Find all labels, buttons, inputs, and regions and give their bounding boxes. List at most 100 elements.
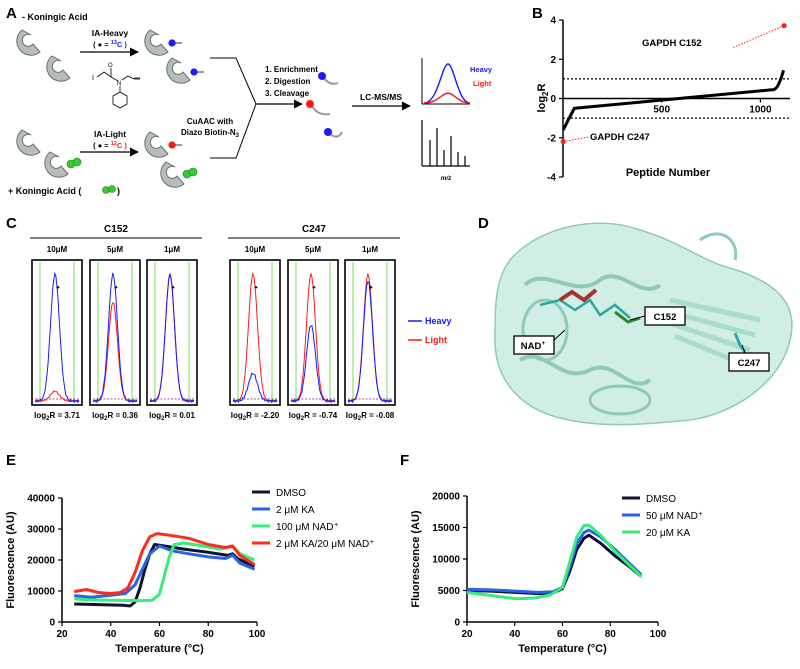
ia-heavy-iso: ( ● = 13C ) <box>93 40 127 49</box>
c-conc-label: 10μM <box>47 245 68 254</box>
legend-label: 100 μM NAD⁺ <box>276 522 339 533</box>
nad-label: NAD+ <box>521 340 546 352</box>
b-y-tick-label: -2 <box>547 133 556 144</box>
ka-dot <box>188 167 198 177</box>
c-conc-label: 5μM <box>107 245 123 254</box>
legend-label: 2 μM KA/20 μM NAD⁺ <box>276 539 375 550</box>
ia-light-iso: ( ● = 12C ) <box>93 141 127 150</box>
protein-shape-icon <box>46 55 71 82</box>
c247-leader <box>563 136 589 143</box>
plus-ka-label: + Koningic Acid ( <box>8 186 81 196</box>
c-peak-marker-icon: ✦ <box>368 285 373 292</box>
c-trace-box <box>89 259 141 406</box>
y-tick-label: 5000 <box>438 586 461 597</box>
panel-a: A - Koningic Acid IA-Heavy ( ● = 13C ) I… <box>6 5 493 196</box>
protein-structure-image <box>494 222 793 426</box>
x-axis-label: Temperature (°C) <box>518 643 607 655</box>
c-conc-label: 5μM <box>305 245 321 254</box>
c-ratio-label: log2R = -0.08 <box>346 411 395 422</box>
nad-callout <box>513 335 555 355</box>
peptide-ratio-curve <box>561 69 785 131</box>
svg-text:O: O <box>108 63 113 69</box>
y-tick-label: 20000 <box>432 492 460 503</box>
x-axis-label: Temperature (°C) <box>115 643 204 655</box>
y-axis-label: Fluorescence (AU) <box>5 511 17 609</box>
panel-e-letter: E <box>6 452 16 469</box>
c-conc-label: 1μM <box>362 245 378 254</box>
c-ratio-label: log2R = -0.74 <box>289 411 338 422</box>
panel-c-letter: C <box>6 215 17 232</box>
y-tick-label: 20000 <box>27 556 55 567</box>
c152-leader <box>731 25 785 49</box>
ka-dot <box>108 185 116 193</box>
c-conc-label: 10μM <box>245 245 266 254</box>
legend-label: 20 μM KA <box>646 528 690 539</box>
plus-ka-label-end: ) <box>117 186 120 196</box>
c-peak-marker-icon: ✦ <box>311 285 316 292</box>
ka-dot <box>72 157 82 167</box>
x-tick-label: 40 <box>105 629 117 640</box>
lcms-label: LC-MS/MS <box>360 92 402 102</box>
legend-label: 2 μM KA <box>276 505 315 516</box>
step-2: 2. Digestion <box>265 77 310 86</box>
x-tick-label: 20 <box>56 629 68 640</box>
legend-label: 50 μM NAD⁺ <box>646 511 703 522</box>
c-ratio-label: log2R = 3.71 <box>34 411 80 422</box>
c-peak-marker-icon: ✦ <box>170 285 175 292</box>
c-heavy-trace <box>149 273 195 404</box>
cuaac-label: CuAAC with <box>187 117 233 126</box>
protein-shape-icon <box>166 57 191 84</box>
b-x-tick-label: 500 <box>653 105 670 116</box>
x-tick-label: 100 <box>249 629 266 640</box>
y-tick-label: 40000 <box>27 494 55 505</box>
light-legend: Light <box>473 79 492 88</box>
c-legend-heavy: Heavy <box>425 316 452 326</box>
c-conc-label: 1μM <box>164 245 180 254</box>
protein-shape-icon <box>16 129 41 156</box>
b-y-tick-label: 2 <box>550 55 556 66</box>
series-line <box>74 544 256 599</box>
c-ratio-label: log2R = 0.01 <box>149 411 195 422</box>
c-ratio-label: log2R = -2.20 <box>231 411 280 422</box>
protein-shape-icon <box>144 131 169 158</box>
peptides-icon <box>306 72 343 138</box>
mz-label: m/z <box>441 175 453 182</box>
y-tick-label: 10000 <box>432 555 460 566</box>
y-tick-label: 30000 <box>27 525 55 536</box>
c-peak-marker-icon: ✦ <box>253 285 258 292</box>
c-heavy-trace <box>34 271 80 404</box>
y-tick-label: 0 <box>49 618 55 629</box>
legend-label: DMSO <box>646 494 676 505</box>
panel-d: D NAD+ C152 C247 <box>478 215 793 426</box>
x-tick-label: 60 <box>557 629 569 640</box>
b-ylabel: log2R <box>536 84 550 113</box>
c-heavy-trace <box>290 325 336 404</box>
c-heavy-trace <box>92 272 138 404</box>
y-tick-label: 15000 <box>432 523 460 534</box>
legend-label: DMSO <box>276 488 306 499</box>
x-tick-label: 100 <box>650 629 667 640</box>
b-y-tick-label: 0 <box>550 94 556 105</box>
panel-b-marks <box>560 23 787 145</box>
c-peak-marker-icon: ✦ <box>113 285 118 292</box>
protein-shape-icon <box>16 29 41 56</box>
c152-label: C152 <box>654 312 677 323</box>
series-line <box>466 528 643 594</box>
c-light-trace <box>232 272 278 403</box>
b-x-tick-label: 1000 <box>749 105 772 116</box>
light-label-dot <box>168 141 176 149</box>
c247-label: C247 <box>738 358 761 369</box>
c-peak-marker-icon: ✦ <box>55 285 60 292</box>
c-trace-box <box>31 259 83 406</box>
panel-b-letter: B <box>532 5 543 22</box>
c-heavy-trace <box>232 372 278 404</box>
ia-light-label: IA-Light <box>94 129 126 139</box>
x-tick-label: 60 <box>154 629 166 640</box>
x-tick-label: 20 <box>461 629 473 640</box>
